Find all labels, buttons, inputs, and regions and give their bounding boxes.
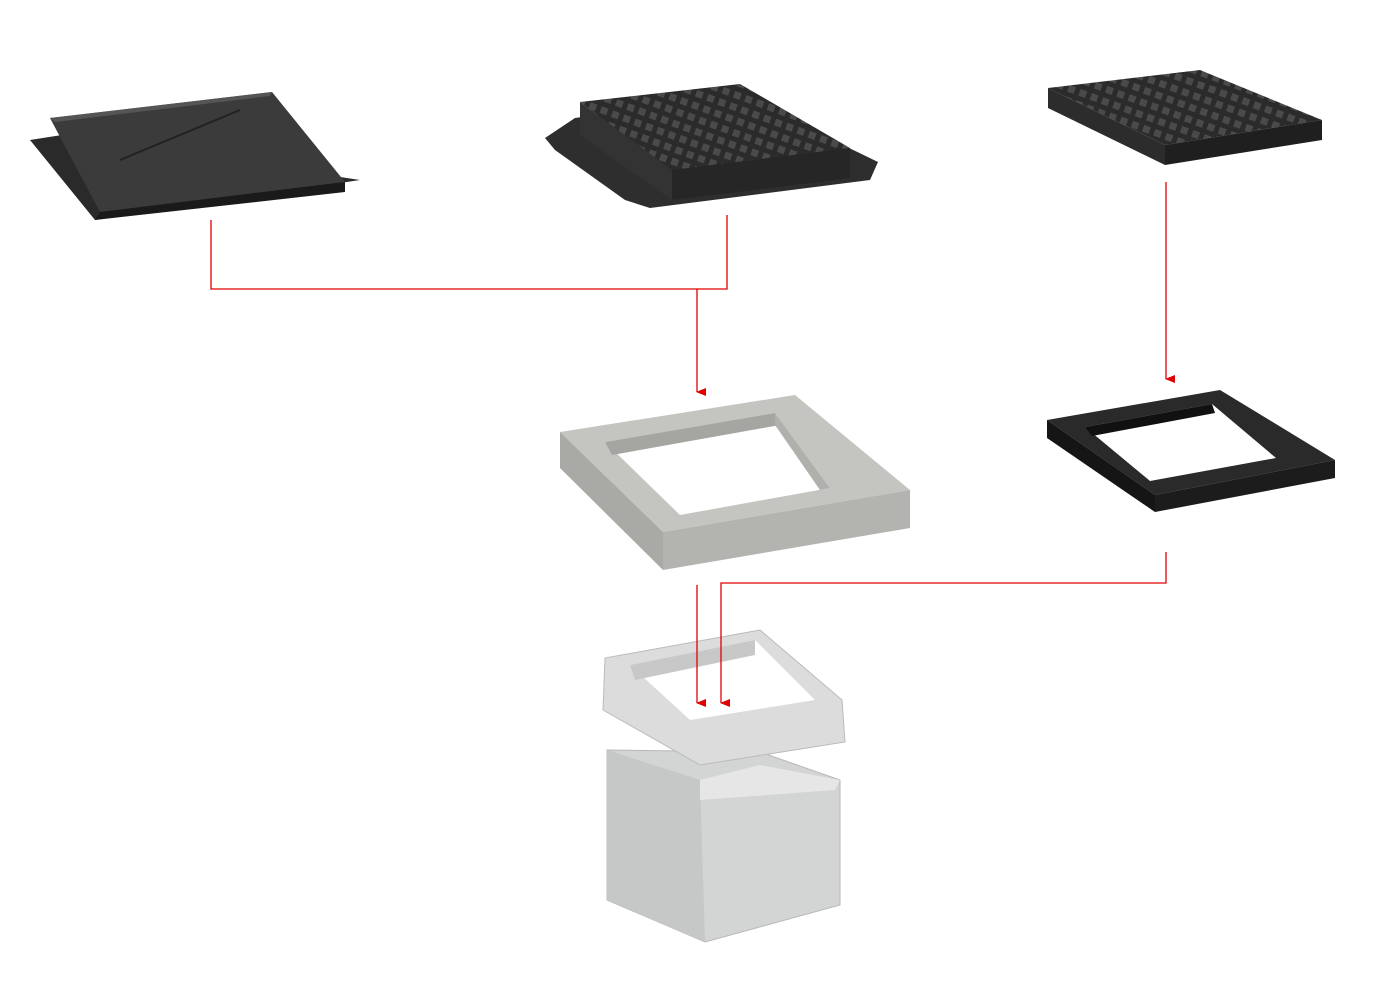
grated-square-manhole-cover-icon bbox=[1048, 70, 1322, 165]
arrow-ring-to-chamber bbox=[720, 552, 1167, 707]
connector-cover1-cover2 bbox=[210, 215, 728, 290]
connector-lines bbox=[210, 182, 1175, 707]
ductile-iron-manhole-cover-with-flange-icon bbox=[545, 84, 878, 208]
black-adjustment-ring-icon bbox=[1047, 390, 1335, 512]
inspection-chamber-with-riser-icon bbox=[602, 629, 846, 943]
concrete-bedding-frame-icon bbox=[560, 395, 910, 570]
solid-top-manhole-cover-icon bbox=[30, 92, 360, 220]
